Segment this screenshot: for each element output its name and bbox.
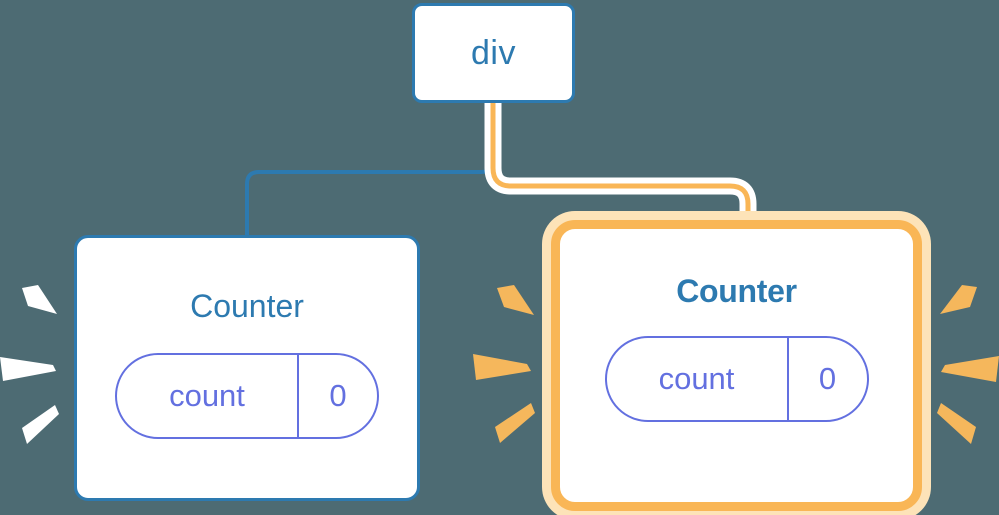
sparkle-ray-icon bbox=[22, 405, 59, 444]
sparkle-group-left bbox=[0, 285, 59, 444]
sparkle-ray-icon bbox=[941, 356, 999, 382]
node-counter-left-label: Counter bbox=[190, 288, 304, 324]
node-counter-right[interactable]: Counter count 0 bbox=[551, 220, 922, 511]
sparkle-group-right bbox=[937, 285, 999, 444]
sparkle-ray-icon bbox=[937, 403, 976, 444]
state-key: count bbox=[607, 338, 789, 420]
sparkle-ray-icon bbox=[22, 285, 57, 314]
state-key: count bbox=[117, 355, 299, 437]
node-div-label: div bbox=[471, 34, 516, 72]
state-value: 0 bbox=[329, 378, 347, 413]
state-pill-counter-left: count 0 bbox=[115, 353, 379, 439]
state-value: 0 bbox=[818, 361, 837, 396]
sparkle-group-middle bbox=[473, 285, 535, 443]
sparkle-ray-icon bbox=[473, 354, 531, 380]
sparkle-ray-icon bbox=[497, 285, 534, 315]
node-div[interactable]: div bbox=[412, 3, 575, 103]
sparkle-ray-icon bbox=[0, 357, 56, 381]
sparkle-ray-icon bbox=[940, 285, 977, 314]
state-pill-counter-right: count 0 bbox=[604, 336, 869, 422]
edge-div-to-counter-right bbox=[490, 103, 751, 246]
node-counter-right-label: Counter bbox=[676, 273, 797, 309]
node-counter-left[interactable]: Counter count 0 bbox=[74, 235, 420, 501]
sparkle-ray-icon bbox=[495, 403, 535, 443]
